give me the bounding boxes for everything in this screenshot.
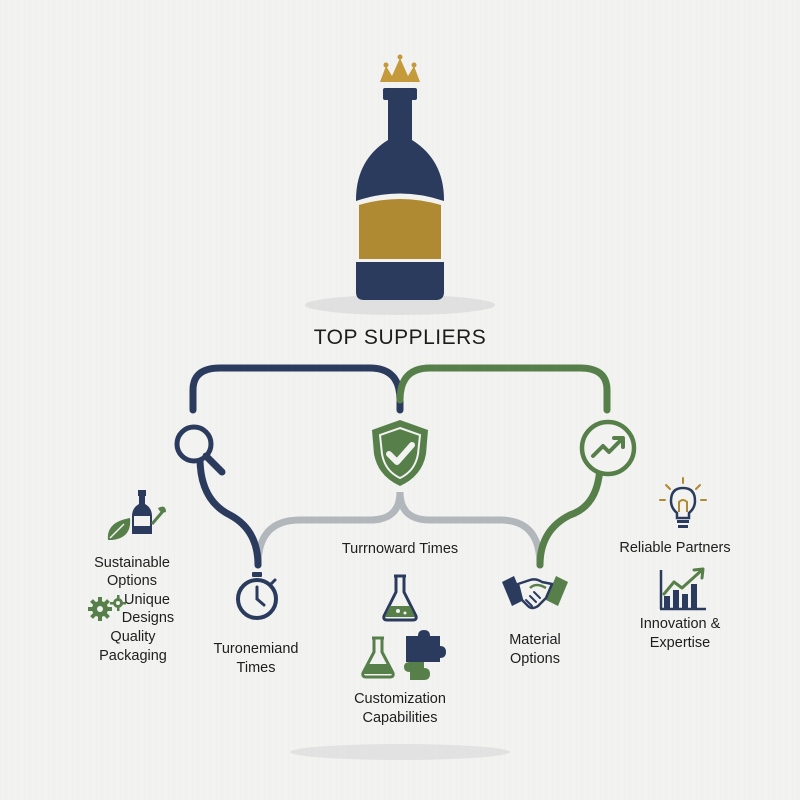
bottom-shadow xyxy=(0,0,800,800)
